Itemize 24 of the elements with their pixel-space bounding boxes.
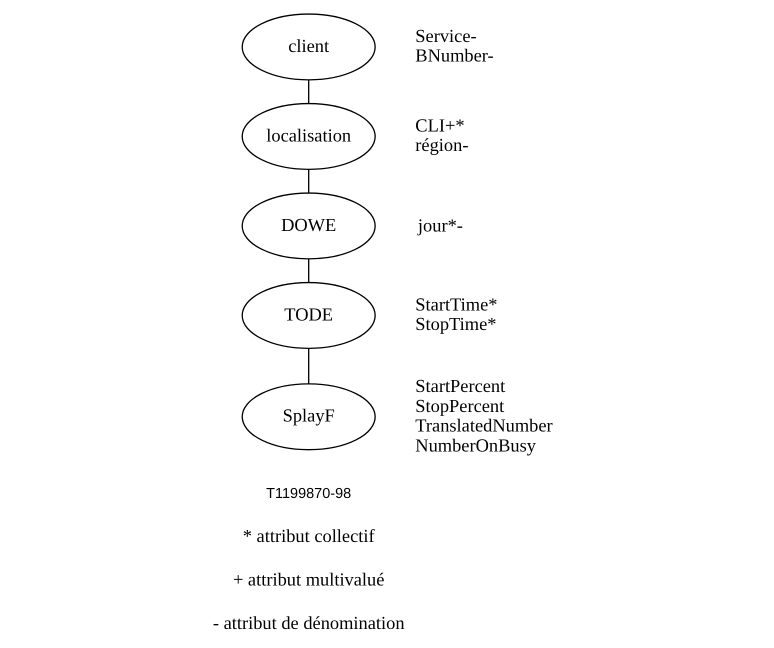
node-label: StartPercent <box>415 376 506 396</box>
node-ellipse: TODE <box>242 282 376 349</box>
node-label: Service- <box>415 26 477 46</box>
node-label: NumberOnBusy <box>415 435 536 456</box>
label: T1199870-98 <box>266 486 352 502</box>
node-ellipse: client <box>242 13 376 80</box>
node-label: StartTime* <box>415 294 498 314</box>
connector <box>308 348 310 384</box>
node-label: BNumber- <box>415 46 494 66</box>
node-label: TranslatedNumber <box>415 416 553 436</box>
node-label: région- <box>415 135 468 156</box>
node-label: StopPercent <box>415 396 504 416</box>
connector <box>308 170 310 193</box>
node-label: StopTime* <box>415 314 496 334</box>
label: + attribut multivalué <box>232 570 384 590</box>
node-ellipse: SplayF <box>242 383 376 450</box>
node-label: jour*- <box>418 215 463 236</box>
node-ellipse: DOWE <box>242 192 376 260</box>
node-ellipse: localisation <box>242 102 376 170</box>
label: * attribut collectif <box>242 526 375 546</box>
connector <box>308 259 310 282</box>
node-label: CLI+* <box>415 115 465 136</box>
connector <box>308 80 310 104</box>
label: - attribut de dénomination <box>212 612 405 633</box>
